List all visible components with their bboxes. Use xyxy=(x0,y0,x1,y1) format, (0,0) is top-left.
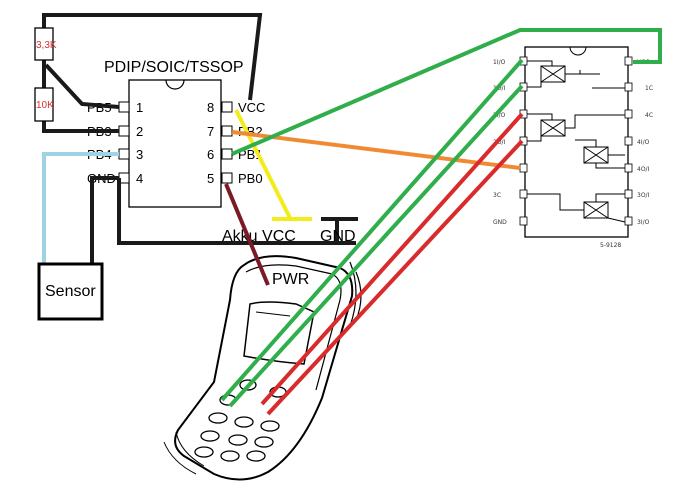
sw-pin-label-1io: 1I/O xyxy=(493,59,506,66)
pin-box-1 xyxy=(118,101,130,113)
phone-screen-line xyxy=(255,311,291,317)
phone-key xyxy=(194,446,214,458)
sw-pin-label-2oi: 2O/I xyxy=(493,139,506,146)
wire-pb1-green xyxy=(231,28,662,156)
sw-pin-label-3io: 3I/O xyxy=(637,219,650,226)
pin-num-4: 4 xyxy=(136,171,143,186)
pin-box-6 xyxy=(221,148,233,160)
wire-key-red-1 xyxy=(260,112,524,406)
sw-pin-label-4c: 4C xyxy=(645,112,653,119)
pin-num-1: 1 xyxy=(136,100,143,115)
pin-box-3 xyxy=(118,148,130,160)
sensor-block: Sensor xyxy=(37,152,119,321)
sw-pin-label-2io: 2I/O xyxy=(493,112,506,119)
wire-gnd-sensor xyxy=(90,176,119,265)
wire-key-green-2 xyxy=(228,84,524,408)
chip-notch xyxy=(165,79,185,90)
chip-body xyxy=(128,79,222,208)
switch-chip-notch xyxy=(569,46,587,56)
switch-chip-body xyxy=(524,46,629,238)
pin-num-6: 6 xyxy=(207,147,214,162)
phone-key xyxy=(260,420,280,432)
wire-pb3 xyxy=(42,121,119,133)
package-label: PDIP/SOIC/TSSOP xyxy=(104,59,244,76)
pin-num-3: 3 xyxy=(136,147,143,162)
sw-pin-box-9 xyxy=(624,189,633,199)
akku-vcc-label: Akku VCC xyxy=(222,228,296,245)
pin-num-5: 5 xyxy=(207,171,214,186)
sw-pin-box-8 xyxy=(624,216,633,226)
wire-vcc-top xyxy=(42,13,263,101)
sw-pin-box-11 xyxy=(624,136,633,146)
phone-key xyxy=(246,450,266,462)
gnd-label: GND xyxy=(320,228,356,245)
pin-box-7 xyxy=(221,125,233,137)
chip-code: 5-9128 xyxy=(600,242,621,249)
wire-key-green-1 xyxy=(220,58,524,402)
phone-key xyxy=(200,430,220,442)
pin-label-vcc: VCC xyxy=(238,100,265,115)
sw-pin-box-5 xyxy=(519,163,528,173)
phone-motion-marks xyxy=(163,431,205,475)
pin-label-pb0: PB0 xyxy=(238,171,263,186)
resistor-10k-value: 10K xyxy=(36,100,54,111)
phone-key xyxy=(220,450,240,462)
sw-pin-box-7 xyxy=(519,216,528,226)
wire-pb5 xyxy=(44,63,120,109)
resistor-3k3 xyxy=(34,27,54,61)
pin-box-2 xyxy=(118,125,130,137)
resistor-3k3-value: 3,3K xyxy=(36,40,57,51)
phone-key xyxy=(254,436,274,448)
sw-pin-label-3oi: 3O/I xyxy=(637,192,650,199)
sw-pin-label-gnd: GND xyxy=(493,219,507,226)
black-wires xyxy=(42,13,358,265)
resistor-10k xyxy=(34,87,54,122)
wire-pwr-maroon xyxy=(224,183,270,286)
sw-pin-label-1c: 1C xyxy=(645,85,653,92)
sw-pin-box-14 xyxy=(624,56,633,66)
pin-num-8: 8 xyxy=(207,100,214,115)
sensor-box xyxy=(37,262,104,321)
pin-box-5 xyxy=(221,172,233,184)
switch-chip: 1I/O 1O/I 2I/O 2O/I 3C GND VCC 1C 4C 4I/… xyxy=(493,46,653,249)
internal-switches xyxy=(527,60,626,223)
wire-pb2-orange xyxy=(231,130,521,170)
wire-vcc-yellow xyxy=(234,109,292,219)
pin-box-8 xyxy=(221,101,233,113)
phone-key xyxy=(228,434,248,446)
wire-sensor-signal xyxy=(42,152,119,265)
supply: Akku VCC GND xyxy=(222,109,356,245)
resistors: 3,3K 10K xyxy=(34,27,57,122)
phone-key xyxy=(208,412,228,424)
pin-num-7: 7 xyxy=(207,124,214,139)
sw-pin-label-4oi: 4O/I xyxy=(637,166,650,173)
sw-pin-box-12 xyxy=(624,109,633,119)
sw-pin-label-4io: 4I/O xyxy=(637,139,650,146)
sw-pin-box-13 xyxy=(624,82,633,92)
sensor-label: Sensor xyxy=(45,283,96,300)
pin-num-2: 2 xyxy=(136,124,143,139)
wire-gnd-bus xyxy=(117,178,356,245)
phone-key xyxy=(234,416,254,428)
wire-key-red-2 xyxy=(266,139,524,416)
sw-pin-box-6 xyxy=(519,189,528,199)
pwr-label: PWR xyxy=(272,271,309,288)
sw-pin-box-10 xyxy=(624,163,633,173)
sw-pin-label-3c: 3C xyxy=(493,192,501,199)
